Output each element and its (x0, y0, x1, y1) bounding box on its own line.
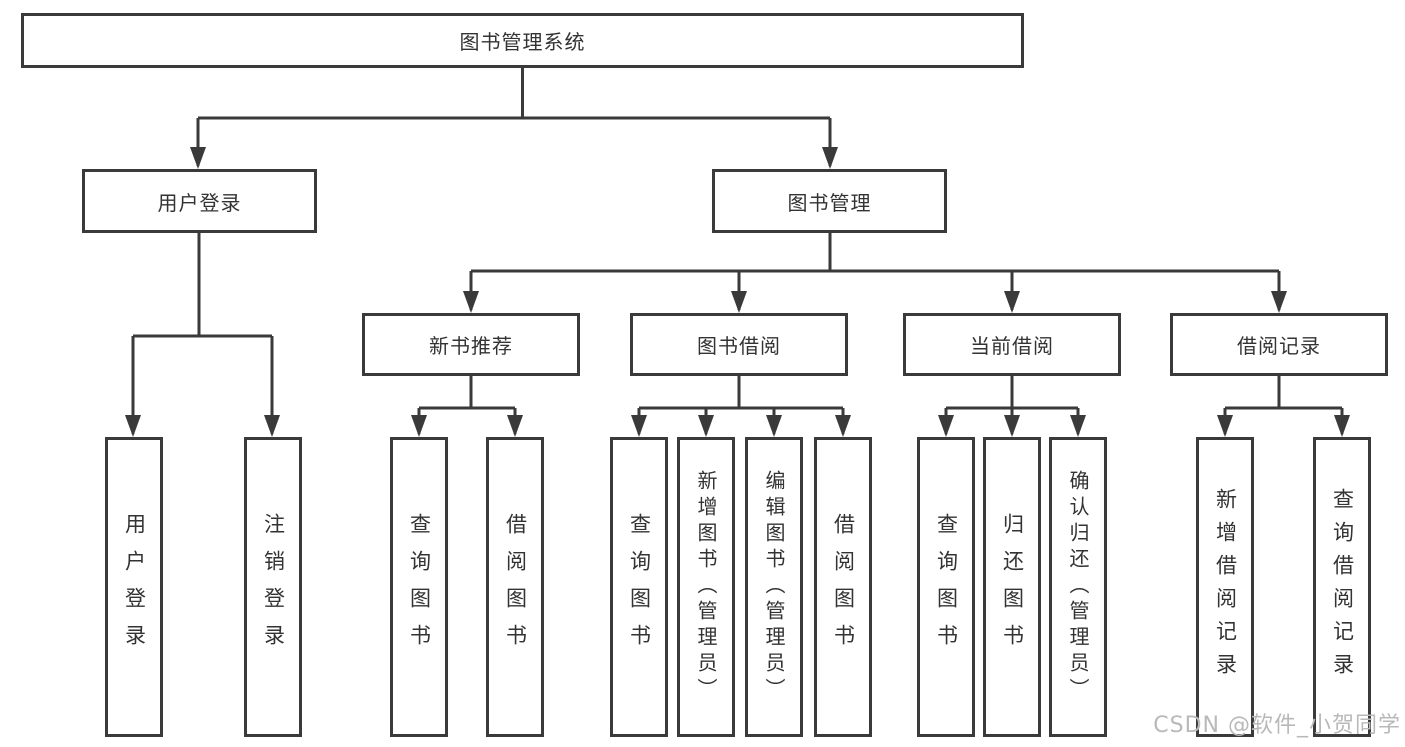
branch-book-borrow: 图书借阅 (630, 313, 848, 376)
node-label: 图书借阅 (697, 334, 781, 358)
node-label: 查询图书 (407, 513, 432, 661)
arrowhead (822, 147, 838, 169)
tree-edges (131, 68, 1344, 434)
leaf-return-book: 归还图书 (983, 437, 1041, 737)
branch-user-login: 用户登录 (82, 169, 317, 233)
node-label: 注销登录 (261, 513, 286, 661)
arrowhead (1334, 415, 1350, 437)
node-label: 图书管理系统 (459, 30, 586, 54)
branch-borrow-records: 借阅记录 (1170, 313, 1388, 376)
leaf-borrow-books-2: 借阅图书 (814, 437, 872, 737)
node-label: 新增图书（管理员） (694, 470, 718, 704)
leaf-borrow-books-1: 借阅图书 (486, 437, 544, 737)
arrowhead (766, 415, 782, 437)
arrowhead (264, 415, 280, 437)
node-label: 新书推荐 (429, 334, 513, 358)
leaf-logout-login: 注销登录 (244, 437, 302, 737)
leaf-query-books-2: 查询图书 (610, 437, 668, 737)
node-label: 借阅记录 (1237, 334, 1321, 358)
arrowhead (411, 415, 427, 437)
node-label: 查询借阅记录 (1330, 488, 1355, 686)
node-label: 借阅图书 (503, 513, 528, 661)
arrowhead (1004, 415, 1020, 437)
branch-book-management: 图书管理 (712, 169, 947, 233)
leaf-query-borrow-record: 查询借阅记录 (1313, 437, 1371, 737)
branch-current-borrow: 当前借阅 (903, 313, 1121, 376)
arrowhead (835, 415, 851, 437)
node-label: 当前借阅 (970, 334, 1054, 358)
leaf-add-borrow-record: 新增借阅记录 (1196, 437, 1254, 737)
arrowhead (731, 291, 747, 313)
arrowhead (631, 415, 647, 437)
arrowhead (463, 291, 479, 313)
arrowhead (1004, 291, 1020, 313)
arrowhead (507, 415, 523, 437)
node-label: 编辑图书（管理员） (762, 470, 786, 704)
arrowhead (1271, 291, 1287, 313)
node-label: 用户登录 (157, 190, 242, 215)
node-label: 查询图书 (627, 513, 652, 661)
arrowhead (190, 147, 206, 169)
watermark: CSDN @软件_小贺同学 (1153, 713, 1401, 738)
leaf-confirm-return-admin: 确认归还（管理员） (1049, 437, 1107, 737)
node-label: 用户登录 (122, 513, 147, 661)
arrowhead (1070, 415, 1086, 437)
leaf-query-books-3: 查询图书 (917, 437, 975, 737)
node-label: 归还图书 (1000, 513, 1025, 661)
leaf-user-login: 用户登录 (105, 437, 163, 737)
leaf-add-book-admin: 新增图书（管理员） (677, 437, 735, 737)
node-root: 图书管理系统 (21, 13, 1024, 68)
node-label: 借阅图书 (831, 513, 856, 661)
arrowhead (1217, 415, 1233, 437)
arrowhead (125, 415, 141, 437)
leaf-edit-book-admin: 编辑图书（管理员） (745, 437, 803, 737)
node-label: 查询图书 (934, 513, 959, 661)
leaf-query-books-1: 查询图书 (390, 437, 448, 737)
branch-new-book-recommend: 新书推荐 (362, 313, 580, 376)
node-label: 新增借阅记录 (1213, 488, 1238, 686)
arrowhead (938, 415, 954, 437)
node-label: 确认归还（管理员） (1066, 470, 1090, 704)
node-label: 图书管理 (787, 190, 872, 215)
arrowhead (698, 415, 714, 437)
